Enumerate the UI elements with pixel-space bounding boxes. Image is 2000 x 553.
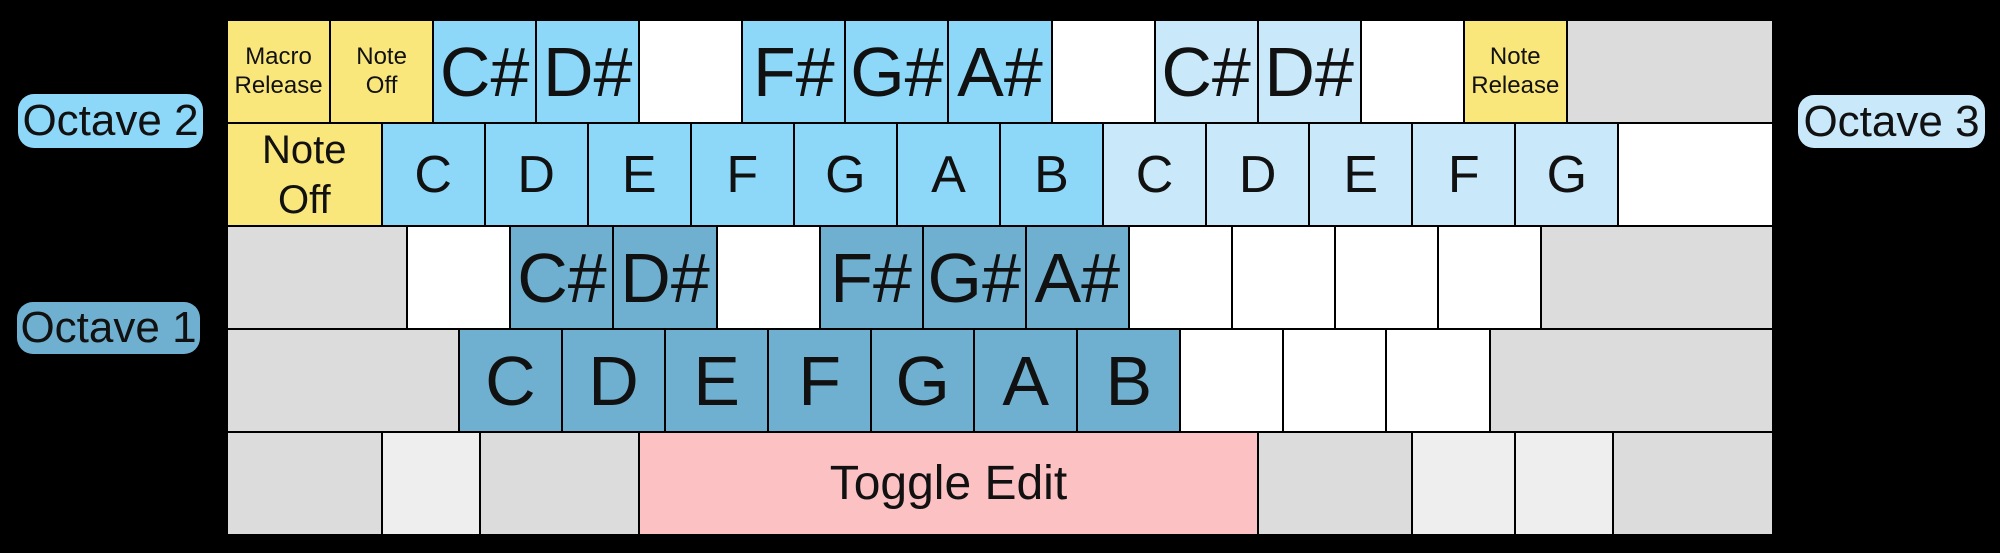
key-rwin-blank <box>1412 432 1516 535</box>
key-4-blank <box>639 20 743 123</box>
key-lshift-blank <box>227 329 459 432</box>
key-j-a-sharp: A# <box>1025 226 1129 329</box>
key-lbracket-f: F <box>1412 123 1516 226</box>
key-lalt-blank <box>479 432 640 535</box>
key-h-g-sharp: G# <box>922 226 1026 329</box>
key-lctrl-blank <box>227 432 382 535</box>
octave-1-label: Octave 1 <box>17 302 200 354</box>
key-rshift-blank <box>1489 329 1773 432</box>
key-p-e: E <box>1309 123 1413 226</box>
key-v-f: F <box>768 329 872 432</box>
key-g-f-sharp: F# <box>819 226 923 329</box>
key-k-blank <box>1128 226 1232 329</box>
key-r-f: F <box>690 123 794 226</box>
key-menu-blank <box>1515 432 1614 535</box>
keyboard-row-5: Toggle Edit <box>227 432 1773 535</box>
key-y-a: A <box>896 123 1000 226</box>
key-space-toggle-edit: Toggle Edit <box>639 432 1258 535</box>
key-x-d: D <box>561 329 666 432</box>
key-q-c: C <box>381 123 485 226</box>
octave-2-label: Octave 2 <box>18 94 203 148</box>
key-lwin-blank <box>381 432 480 535</box>
key-6-g-sharp: G# <box>845 20 949 123</box>
key-quote-blank <box>1437 226 1542 329</box>
key-m-b: B <box>1077 329 1181 432</box>
key-rbracket-g: G <box>1515 123 1619 226</box>
key-rctrl-blank <box>1613 432 1773 535</box>
key-f-blank <box>716 226 820 329</box>
key-z-c: C <box>458 329 562 432</box>
key-e-e: E <box>587 123 691 226</box>
key-0-d-sharp: D# <box>1257 20 1361 123</box>
key-o-d: D <box>1206 123 1310 226</box>
key-enter-blank <box>1541 226 1773 329</box>
key-1-note-off: Note Off <box>330 20 434 123</box>
key-w-d: D <box>484 123 588 226</box>
key-n-a: A <box>974 329 1078 432</box>
key-i-c: C <box>1103 123 1207 226</box>
key-7-a-sharp: A# <box>948 20 1052 123</box>
key-backspace-blank <box>1566 20 1773 123</box>
key-b-g: G <box>871 329 975 432</box>
key-semicolon-blank <box>1334 226 1438 329</box>
key-2-c-sharp: C# <box>433 20 537 123</box>
key-grave-macro-release: Macro Release <box>227 20 331 123</box>
key-u-b: B <box>999 123 1104 226</box>
key-ralt-blank <box>1257 432 1413 535</box>
key-period-blank <box>1283 329 1387 432</box>
key-minus-blank <box>1360 20 1464 123</box>
key-capslock-blank <box>227 226 408 329</box>
key-d-d-sharp: D# <box>613 226 717 329</box>
octave-3-label: Octave 3 <box>1798 95 1985 148</box>
key-5-f-sharp: F# <box>742 20 846 123</box>
key-t-g: G <box>793 123 897 226</box>
key-equals-note-release: Note Release <box>1463 20 1567 123</box>
key-l-blank <box>1231 226 1335 329</box>
key-a-blank <box>407 226 511 329</box>
key-9-c-sharp: C# <box>1154 20 1258 123</box>
key-comma-blank <box>1180 329 1284 432</box>
keyboard-row-3: C#D# F#G#A# <box>227 226 1773 329</box>
key-8-blank <box>1051 20 1155 123</box>
key-tab-note-off: Note Off <box>227 123 382 226</box>
key-c-e: E <box>665 329 769 432</box>
key-3-d-sharp: D# <box>536 20 640 123</box>
key-backslash-blank <box>1618 123 1773 226</box>
key-s-c-sharp: C# <box>510 226 614 329</box>
key-slash-blank <box>1386 329 1490 432</box>
